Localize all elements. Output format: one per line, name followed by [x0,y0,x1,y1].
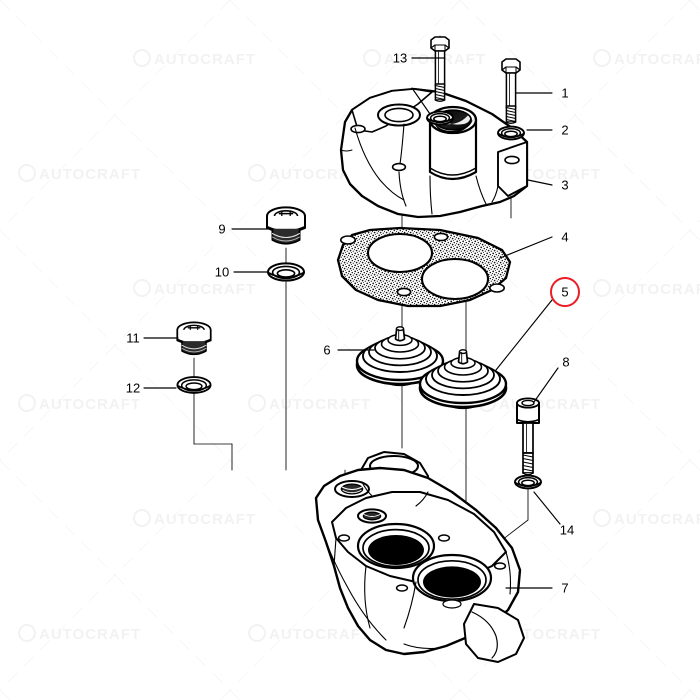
callout-4[interactable]: 4 [561,229,569,245]
callout-1[interactable]: 1 [561,85,569,101]
housing-gasket-part [336,226,512,308]
callout-12[interactable]: 12 [125,380,141,396]
callout-8[interactable]: 8 [562,354,570,370]
callout-2[interactable]: 2 [561,122,569,138]
callout-6[interactable]: 6 [323,342,331,358]
callout-13[interactable]: 13 [392,50,408,66]
callout-14[interactable]: 14 [559,522,575,538]
callout-9[interactable]: 9 [218,221,226,237]
callout-11[interactable]: 11 [126,330,140,346]
callout-7[interactable]: 7 [561,580,569,596]
callout-5[interactable]: 5 [561,284,569,300]
lower-thermostat-housing-part [314,451,525,663]
callout-10[interactable]: 10 [214,264,230,280]
highlight-ring-callout-5 [550,277,580,307]
socket-head-cap-bolt-part [516,397,540,476]
callout-3[interactable]: 3 [561,177,569,193]
callout-leader-lines [143,57,561,589]
